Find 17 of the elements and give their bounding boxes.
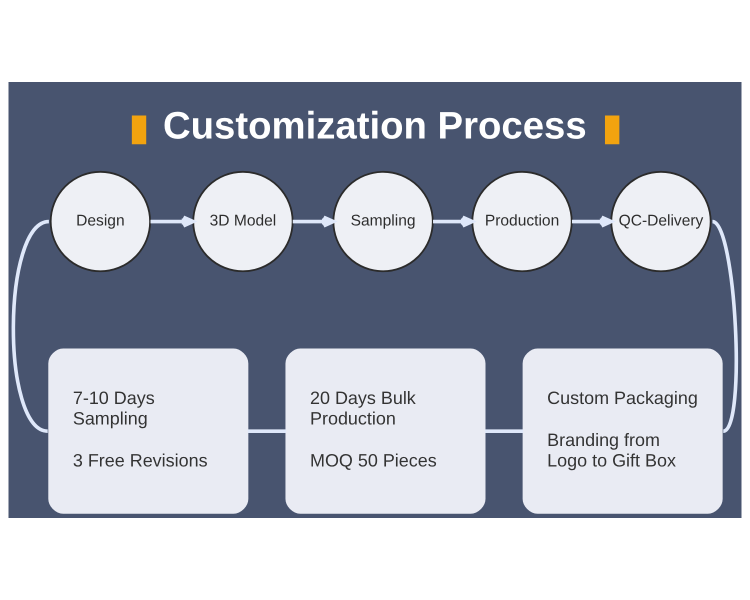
- node-box: 20 Days Bulk Production MOQ 50 Pieces: [285, 348, 486, 514]
- arrow: [292, 215, 336, 228]
- node-circle: QC-Delivery: [610, 170, 712, 272]
- connector: [485, 429, 524, 433]
- node-circle: Production: [471, 170, 573, 272]
- node-circle: 3D Model: [192, 170, 294, 272]
- arrow: [150, 215, 195, 228]
- node-box: 7-10 Days Sampling 3 Free Revisions: [48, 348, 248, 514]
- connector: [711, 220, 738, 433]
- node-box: Custom Packaging Branding from Logo to Gift Box: [522, 348, 723, 514]
- node-circle: Sampling: [332, 170, 434, 272]
- connector: [248, 429, 286, 433]
- node-circle: Design: [50, 170, 152, 272]
- arrow: [433, 215, 474, 228]
- arrow: [572, 215, 614, 228]
- diagram-title: Customization Process: [162, 104, 587, 148]
- connector: [12, 220, 50, 433]
